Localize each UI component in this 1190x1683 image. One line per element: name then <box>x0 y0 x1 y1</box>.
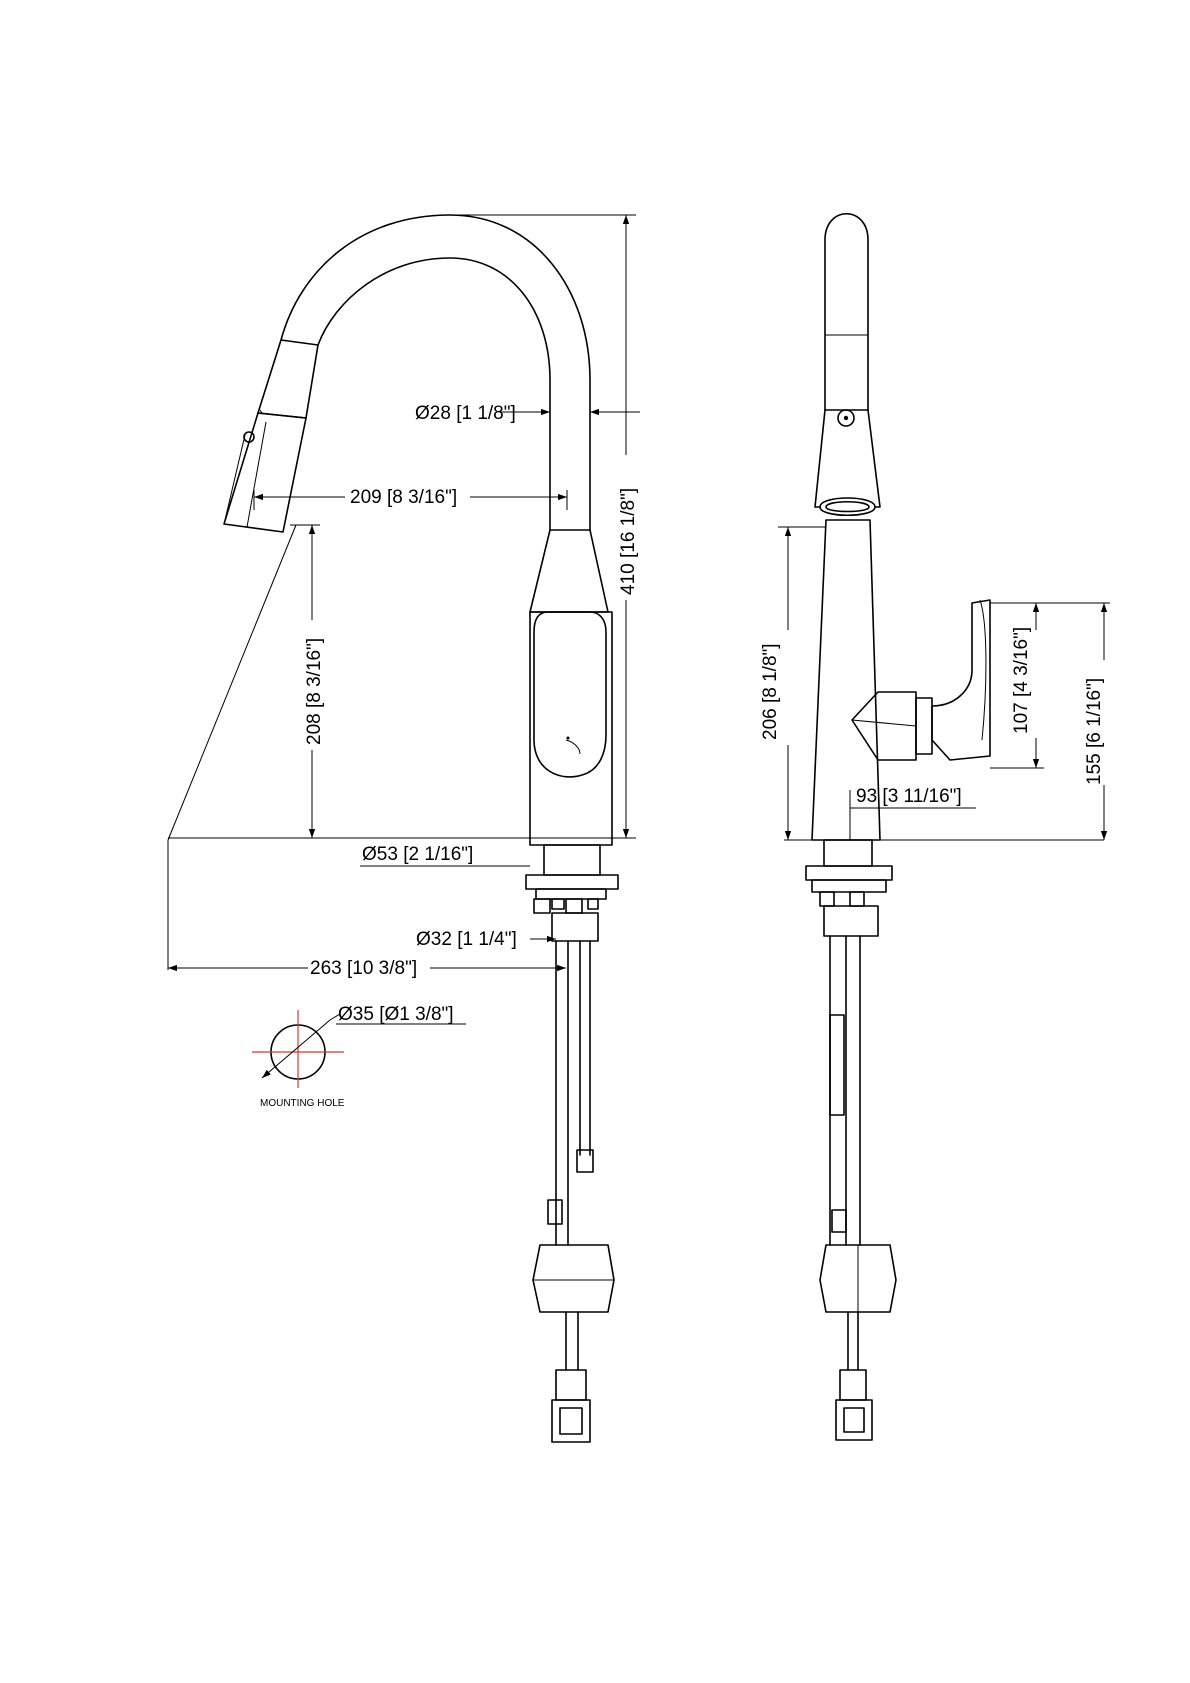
dim-handle-height: 107 [4 3/16"] <box>990 602 1044 769</box>
dim-height-to-spout-label: 206 [8 1/8"] <box>760 643 781 740</box>
dim-shank-diameter: Ø32 [1 1/4"] <box>416 929 556 950</box>
dim-spout-clearance: 208 [8 3/16"] <box>290 524 325 838</box>
mounting-hole-diameter-label: Ø35 [Ø1 3/8"] <box>338 1004 454 1025</box>
dim-handle-projection-label: 93 [3 11/16"] <box>856 786 962 807</box>
dim-spray-reach-label: 263 [10 3/8"] <box>310 958 417 979</box>
dim-spray-reach: 263 [10 3/8"] <box>168 958 566 979</box>
dim-overall-height: 410 [16 1/8"] <box>450 214 639 839</box>
mounting-hole-detail: Ø35 [Ø1 3/8"] MOUNTING HOLE <box>252 1004 466 1109</box>
faucet-body <box>529 611 613 846</box>
dim-reach-label: 209 [8 3/16"] <box>350 487 457 508</box>
mounting-hole-caption: MOUNTING HOLE <box>260 1098 345 1109</box>
side-mounting-hardware <box>805 839 897 1441</box>
spray-head <box>223 339 319 533</box>
dim-spout-diameter: Ø28 [1 1/8"] <box>415 403 640 424</box>
dim-height-to-spout: 206 [8 1/8"] <box>760 526 826 840</box>
front-mounting-hardware <box>525 844 619 1443</box>
side-view: 206 [8 1/8"] 107 [4 3/16"] 155 [6 1/16"]… <box>760 213 1110 1441</box>
dim-handle-height-label: 107 [4 3/16"] <box>1011 627 1032 734</box>
dim-shank-diameter-label: Ø32 [1 1/4"] <box>416 929 517 950</box>
dim-spout-diameter-label: Ø28 [1 1/8"] <box>415 403 516 424</box>
front-view: Ø28 [1 1/8"] 209 [8 3/16"] 208 [8 3/16"]… <box>167 214 640 1443</box>
dim-base-diameter: Ø53 [2 1/16"] <box>360 844 530 867</box>
dim-handle-top: 155 [6 1/16"] <box>1044 602 1110 840</box>
faucet-handle <box>533 611 607 778</box>
faucet-neck <box>529 529 609 613</box>
dim-handle-projection: 93 [3 11/16"] <box>849 786 976 840</box>
dim-base-diameter-label: Ø53 [2 1/16"] <box>362 844 473 865</box>
side-spout <box>824 213 869 411</box>
dim-reach: 209 [8 3/16"] <box>253 487 568 510</box>
side-spray-head <box>814 409 881 508</box>
dim-handle-top-label: 155 [6 1/16"] <box>1084 678 1105 785</box>
dim-spout-clearance-label: 208 [8 3/16"] <box>304 638 325 745</box>
dim-overall-height-label: 410 [16 1/8"] <box>618 488 639 595</box>
spout-gooseneck <box>280 214 591 531</box>
side-handle <box>851 599 991 761</box>
